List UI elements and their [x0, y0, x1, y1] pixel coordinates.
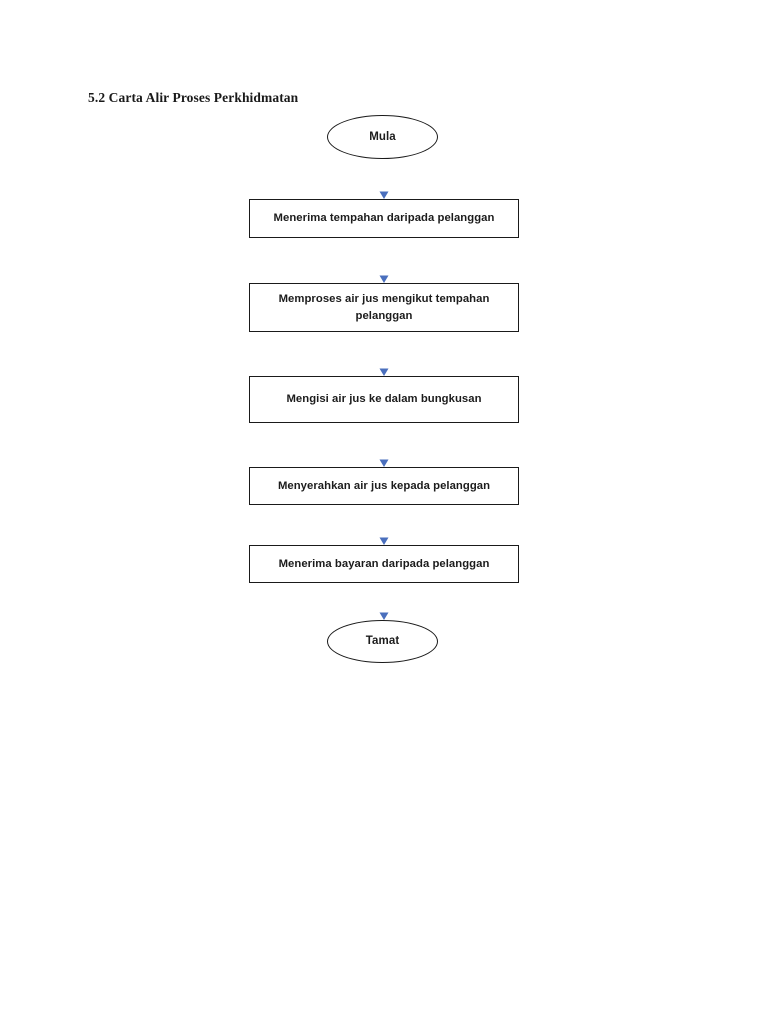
flow-node-end[interactable]: Tamat: [327, 620, 438, 663]
flow-node-step3[interactable]: Mengisi air jus ke dalam bungkusan: [249, 376, 519, 423]
flow-node-label: Mengisi air jus ke dalam bungkusan: [286, 393, 482, 406]
flow-node-label: Tamat: [365, 635, 400, 648]
page-title: 5.2 Carta Alir Proses Perkhidmatan: [88, 90, 299, 105]
flow-connector-arrow: [375, 326, 393, 382]
flow-node-step1[interactable]: Menerima tempahan daripada pelanggan: [249, 199, 519, 238]
flow-connector-arrow: [375, 577, 393, 626]
flow-node-start[interactable]: Mula: [327, 115, 438, 159]
flow-connector-arrow: [375, 417, 393, 473]
flow-connector-arrow: [375, 232, 393, 289]
flow-node-label: Menyerahkan air jus kepada pelanggan: [277, 479, 491, 492]
flow-connector-arrow: [375, 153, 393, 205]
flow-node-step5[interactable]: Menerima bayaran daripada pelanggan: [249, 545, 519, 583]
flow-node-step2[interactable]: Memproses air jus mengikut tempahan pela…: [249, 283, 519, 332]
flow-node-label: Menerima bayaran daripada pelanggan: [278, 557, 490, 570]
flow-node-label: Mula: [369, 130, 396, 143]
flow-node-step4[interactable]: Menyerahkan air jus kepada pelanggan: [249, 467, 519, 505]
flow-node-label: Menerima tempahan daripada pelanggan: [273, 212, 495, 225]
flow-connector-arrow: [375, 499, 393, 551]
flow-node-label: Memproses air jus mengikut tempahan pela…: [278, 293, 490, 322]
